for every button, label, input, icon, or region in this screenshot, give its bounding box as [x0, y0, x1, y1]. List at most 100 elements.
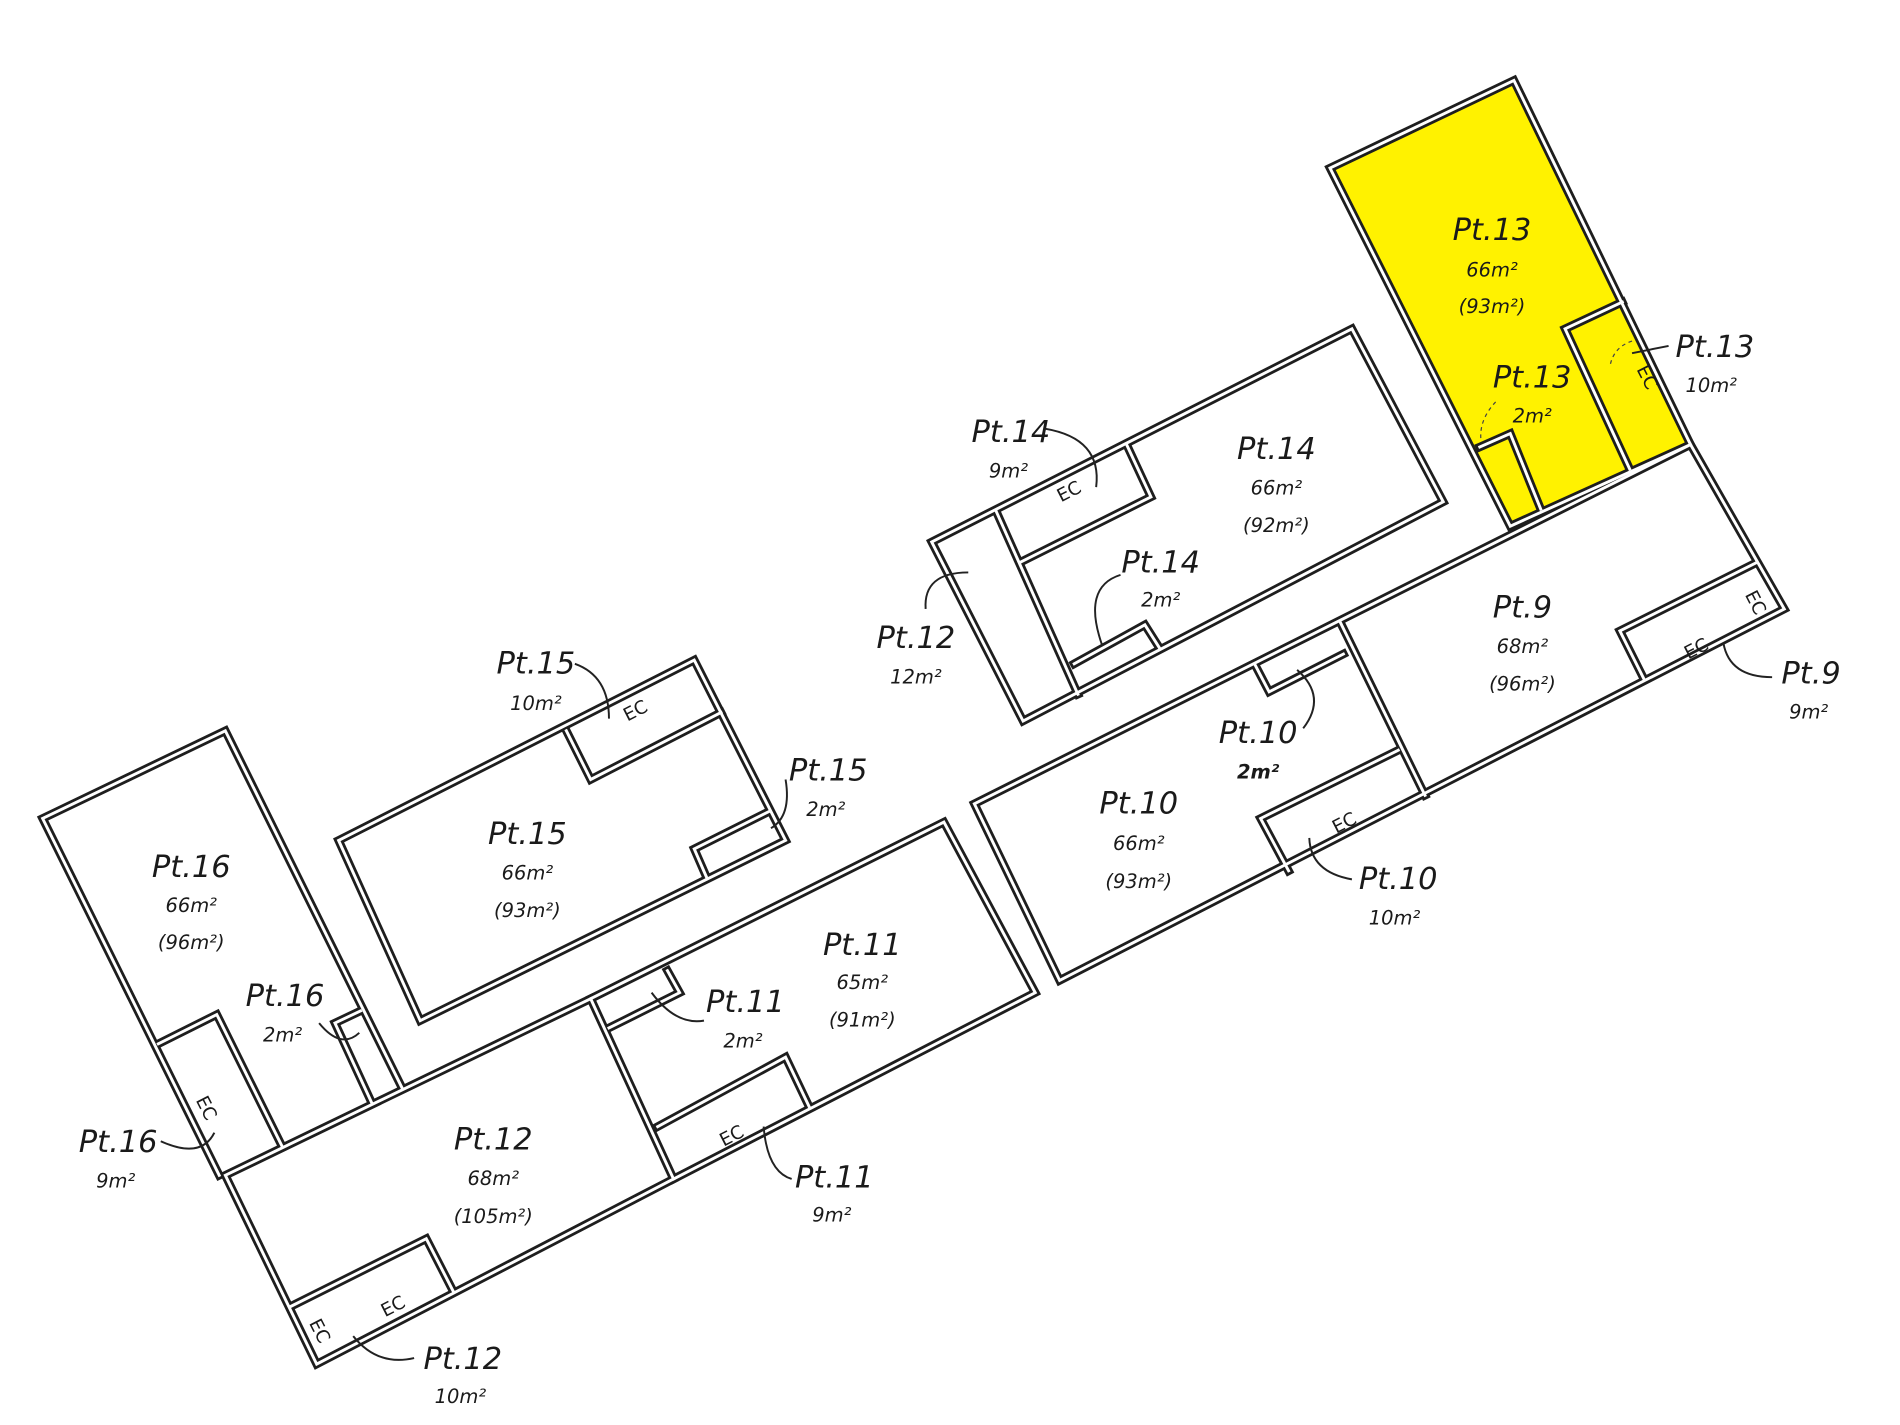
unit-label-name: Pt.13 — [1453, 213, 1532, 248]
unit-label-gross: (91m²) — [829, 1009, 896, 1032]
unit-label-name: Pt.11 — [823, 928, 902, 963]
unit-label-name: Pt.10 — [1359, 862, 1438, 897]
unit-label-name: Pt.14 — [1237, 432, 1316, 467]
pt10-closet-wall-gap — [1252, 652, 1346, 694]
unit-label-area: 2m² — [1237, 760, 1280, 783]
unit-label-name: Pt.15 — [497, 647, 576, 682]
door-swing-arc — [1480, 401, 1497, 441]
pt9-ec-wall-gap — [1617, 560, 1759, 682]
label-leader-line — [318, 1022, 360, 1041]
label-leader-line — [924, 571, 969, 610]
unit-label-area: 65m² — [837, 971, 889, 994]
pt15-ec-wall-gap — [564, 710, 723, 782]
unit-label-gross: (93m²) — [1105, 870, 1172, 893]
unit-label-name: Pt.11 — [706, 985, 785, 1020]
unit-label-name: Pt.16 — [79, 1125, 158, 1160]
unit-label-gross: (96m²) — [158, 931, 225, 954]
ec-label: EC — [1740, 587, 1770, 618]
label-leader-line — [1631, 344, 1669, 355]
unit-label-name: Pt.14 — [972, 415, 1051, 450]
label-leader-line — [762, 1126, 792, 1180]
unit-label-area: 66m² — [1251, 476, 1303, 499]
unit-pt11-outline-gap — [588, 820, 1038, 1181]
unit-label-area: 2m² — [263, 1023, 302, 1046]
label-leader-line — [650, 992, 705, 1023]
unit-label-area: 10m² — [510, 692, 562, 715]
pt12-ec-wall-gap — [287, 1236, 456, 1309]
block-pt14-outline-gap — [929, 326, 1446, 724]
label-leader-line — [160, 1132, 216, 1150]
unit-label-name: Pt.13 — [1676, 330, 1755, 365]
unit-label-area: 68m² — [467, 1167, 519, 1190]
unit-pt16-outline-gap — [40, 728, 404, 1178]
label-leader-line — [1308, 837, 1353, 881]
unit-label-name: Pt.11 — [795, 1161, 874, 1196]
unit-label-area: 9m² — [96, 1170, 135, 1193]
pt16-ec-wall-gap — [156, 1012, 285, 1150]
unit-pt15-outline-gap — [336, 658, 788, 1023]
block-pt9-pt10-outline-gap — [972, 442, 1787, 983]
unit-label-gross: (96m²) — [1489, 673, 1556, 696]
unit-label-name: Pt.12 — [423, 1342, 502, 1377]
pt10-ec-wall — [1254, 744, 1404, 877]
label-leader-line — [1296, 669, 1316, 729]
unit-label-area: 10m² — [1685, 374, 1737, 397]
leader-lines — [160, 340, 1773, 1361]
pt12-strip-divider-gap — [994, 509, 1080, 697]
block-pt14-outline — [925, 323, 1450, 727]
pt15-ec-wall — [560, 706, 727, 786]
door-swing-arc — [1609, 340, 1633, 366]
unit-label-name: Pt.9 — [1781, 656, 1840, 691]
unit-label-area: 66m² — [1113, 832, 1165, 855]
pt14-ec-wall-gap — [1017, 442, 1153, 565]
unit-label-name: Pt.16 — [152, 850, 231, 885]
pt16-closet-wall-gap — [333, 1008, 374, 1105]
unit-label-name: Pt.10 — [1099, 787, 1178, 822]
label-leader-line — [1722, 642, 1773, 679]
unit-label-area: 2m² — [806, 798, 845, 821]
label-leader-line — [1094, 573, 1121, 646]
unit-label-area: 9m² — [989, 459, 1028, 482]
walls-inner — [40, 78, 1787, 1367]
unit-label-gross: (93m²) — [1459, 295, 1526, 318]
label-leader-line — [574, 662, 610, 719]
unit-label-name: Pt.12 — [877, 621, 956, 656]
label-leader-line — [770, 779, 788, 830]
pt12-ec-wall — [284, 1232, 459, 1313]
unit-label-name: Pt.15 — [488, 817, 567, 852]
unit-label-area: 66m² — [502, 861, 554, 884]
label-leader-line — [1044, 427, 1098, 488]
unit-label-area: 2m² — [723, 1029, 762, 1052]
unit-label-area: 9m² — [812, 1204, 851, 1227]
pt13-ec-wall-gap — [1563, 300, 1632, 471]
unit-label-area: 10m² — [435, 1385, 487, 1408]
ec-label: EC — [1329, 808, 1360, 838]
unit-label-area: 9m² — [1789, 701, 1828, 724]
pt13-closet-wall-gap — [1477, 431, 1543, 512]
unit-label-area: 66m² — [165, 894, 217, 917]
unit-label-area: 66m² — [1466, 258, 1518, 281]
unit-label-name: Pt.15 — [789, 754, 868, 789]
unit-label-area: 10m² — [1369, 906, 1421, 929]
unit-label-name: Pt.14 — [1121, 545, 1200, 580]
unit-label-gross: (105m²) — [454, 1205, 533, 1228]
unit-label-area: 2m² — [1141, 589, 1180, 612]
unit-label-name: Pt.16 — [246, 979, 325, 1014]
pt14-closet-wall-gap — [1072, 622, 1162, 666]
unit-label-name: Pt.12 — [454, 1123, 533, 1158]
pt10-ec-wall-gap — [1258, 748, 1401, 873]
unit-label-gross: (93m²) — [494, 899, 561, 922]
unit-label-name: Pt.9 — [1493, 591, 1552, 626]
unit-label-area: 2m² — [1513, 405, 1552, 428]
unit-label-gross: (92m²) — [1243, 514, 1310, 537]
pt11-ec-wall-gap — [655, 1055, 812, 1129]
unit-label-name: Pt.10 — [1219, 716, 1298, 751]
unit-label-area: 12m² — [890, 665, 942, 688]
label-leader-line — [352, 1335, 415, 1361]
pt15-closet-wall-gap — [692, 809, 772, 879]
pt11-closet-wall-gap — [607, 968, 682, 1030]
pt9-pt10-divider-gap — [1337, 619, 1427, 798]
ec-label: EC — [620, 696, 651, 726]
unit-label-name: Pt.13 — [1493, 360, 1572, 395]
